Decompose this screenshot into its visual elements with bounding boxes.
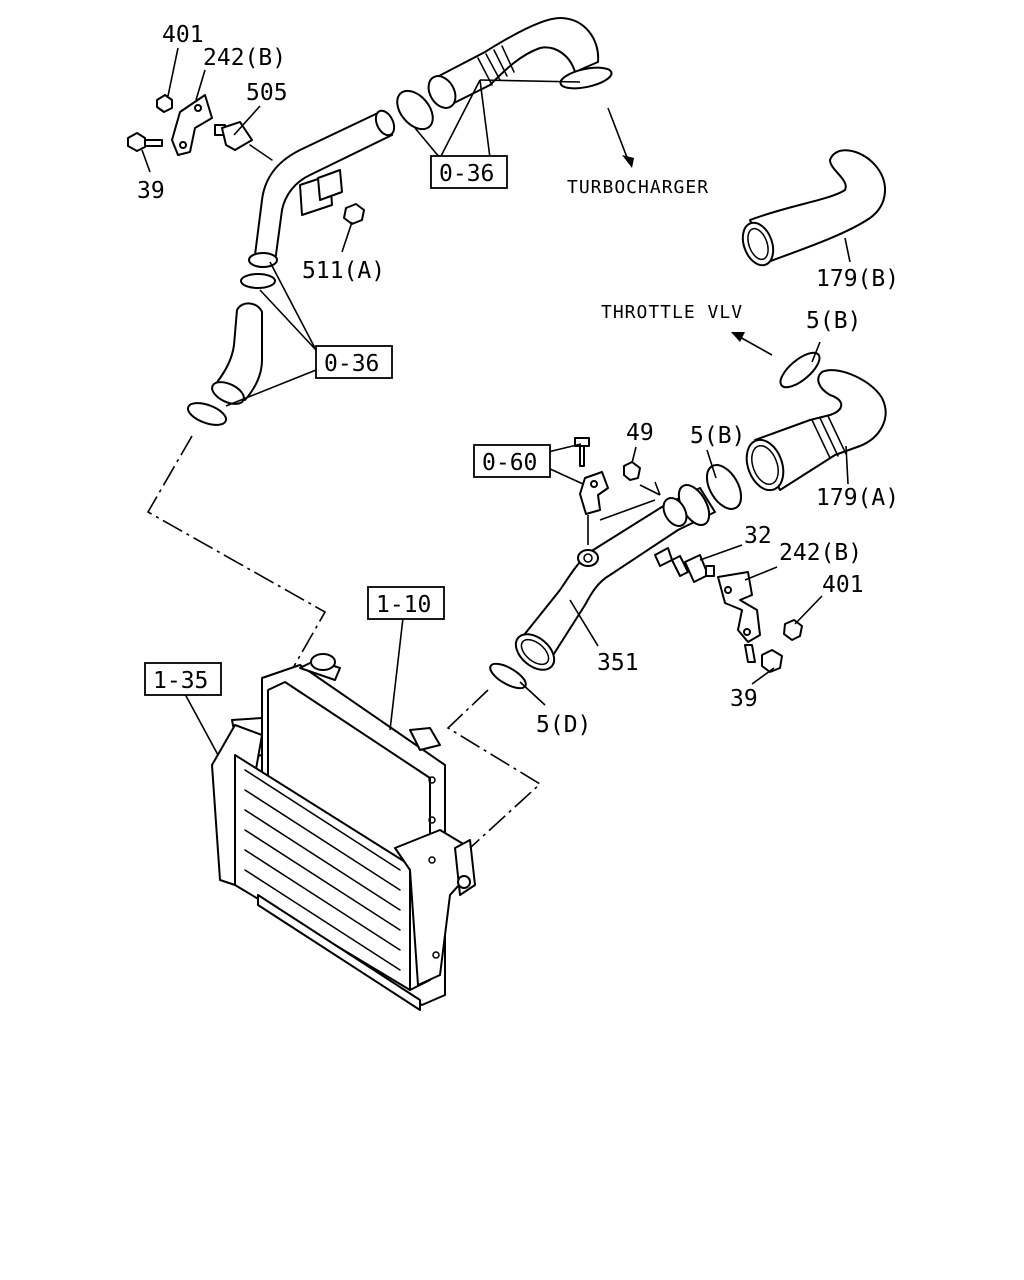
label-39-right: 39 <box>730 686 758 712</box>
label-242b-right: 242(B) <box>779 540 862 566</box>
hose-clamp-turbo-lower <box>396 89 434 131</box>
label-179b: 179(B) <box>816 266 899 292</box>
hose-clamp-left-lower <box>186 402 228 426</box>
label-turbocharger: TURBOCHARGER <box>567 177 709 198</box>
label-32: 32 <box>744 523 772 549</box>
leader-lines <box>141 47 851 756</box>
bracket-242b-right <box>717 571 761 643</box>
label-351: 351 <box>597 650 639 676</box>
ref-box-036-left: 0-36 <box>315 345 393 379</box>
ref-box-135: 1-35 <box>144 662 222 696</box>
label-5b-mid: 5(B) <box>690 423 745 449</box>
hose-179b <box>741 149 887 267</box>
nut-511a <box>343 203 365 225</box>
label-5b-top: 5(B) <box>806 308 861 334</box>
sensor-bracket <box>579 471 609 515</box>
turbo-inlet-hose <box>427 17 613 109</box>
hose-179a <box>745 369 887 492</box>
nut-49 <box>623 461 641 481</box>
left-intake-pipe <box>248 109 396 268</box>
ref-box-110: 1-10 <box>367 586 445 620</box>
label-49: 49 <box>626 420 654 446</box>
ref-060: 0-60 <box>482 450 537 476</box>
ref-036-top: 0-36 <box>439 161 494 187</box>
pipe-351 <box>514 484 716 671</box>
label-5d: 5(D) <box>536 712 591 738</box>
sensor-505 <box>214 121 273 161</box>
label-39-top: 39 <box>137 178 165 204</box>
label-242b-top: 242(B) <box>203 45 286 71</box>
label-511a: 511(A) <box>302 258 385 284</box>
ref-110: 1-10 <box>376 592 431 618</box>
connection-lines <box>146 435 542 849</box>
part-labels: 401 242(B) 505 39 511(A) TURBOCHARGER 17… <box>137 22 899 738</box>
hose-clamp-5d <box>489 662 527 690</box>
hose-clamp-left-upper <box>240 273 276 289</box>
label-401-right: 401 <box>822 572 864 598</box>
nut-401-right <box>783 619 803 641</box>
sensor-bolt <box>574 437 590 467</box>
bolt-39-left <box>127 132 163 152</box>
nut-401-left <box>156 94 173 113</box>
left-lower-hose <box>211 302 263 405</box>
label-505: 505 <box>246 80 288 106</box>
hose-clamp-5b-upper <box>779 351 821 389</box>
sensor-guide-line <box>587 481 661 545</box>
bolt-39-right <box>744 644 783 673</box>
ref-036-left: 0-36 <box>324 351 379 377</box>
label-throttle-vlv: THROTTLE VLV <box>601 302 743 323</box>
ref-box-036-top: 0-36 <box>430 155 508 189</box>
ref-135: 1-35 <box>153 668 208 694</box>
ref-box-060: 0-60 <box>473 444 551 478</box>
intercooler-radiator <box>211 653 476 1011</box>
label-179a: 179(A) <box>816 485 899 511</box>
label-401-top: 401 <box>162 22 204 48</box>
sensor-32 <box>671 554 715 583</box>
bracket-242b-left <box>171 94 213 156</box>
